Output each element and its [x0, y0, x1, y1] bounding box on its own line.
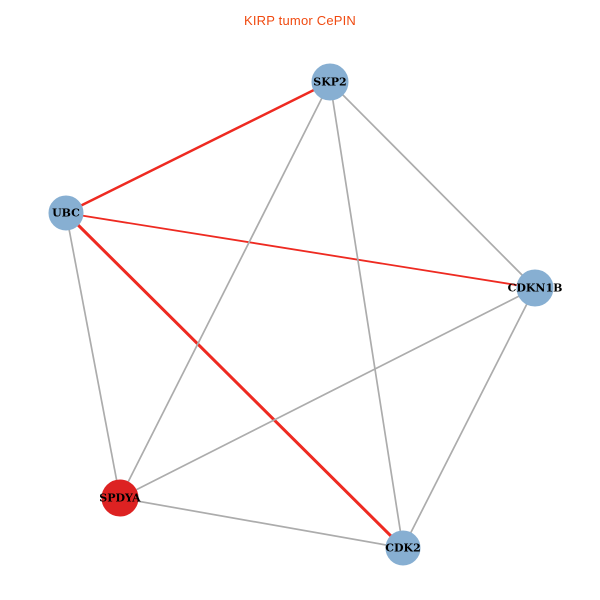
node-CDK2: [385, 530, 421, 566]
node-UBC: [48, 195, 84, 231]
edge-SKP2-CDK2: [329, 81, 404, 549]
node-label-UBC: UBC: [52, 207, 80, 220]
edge-UBC-CDKN1B: [65, 212, 536, 289]
node-SKP2: [311, 63, 349, 101]
node-label-SPDYA: SPDYA: [99, 492, 141, 505]
edge-UBC-SKP2: [65, 80, 331, 215]
node-SPDYA: [101, 479, 139, 517]
plot-title: KIRP tumor CePIN: [243, 13, 357, 28]
node-label-CDK2: CDK2: [385, 542, 421, 555]
edge-SPDYA-CDK2: [119, 497, 404, 549]
edge-CDKN1B-CDK2: [402, 287, 536, 549]
edge-CDKN1B-SPDYA: [119, 287, 536, 499]
node-label-CDKN1B: CDKN1B: [508, 282, 563, 295]
edge-UBC-SPDYA: [65, 212, 121, 499]
edge-UBC-CDK2: [64, 211, 405, 550]
edge-SKP2-CDKN1B: [329, 81, 536, 289]
node-CDKN1B: [516, 269, 554, 307]
node-label-SKP2: SKP2: [313, 76, 346, 89]
edge-SKP2-SPDYA: [119, 81, 331, 499]
